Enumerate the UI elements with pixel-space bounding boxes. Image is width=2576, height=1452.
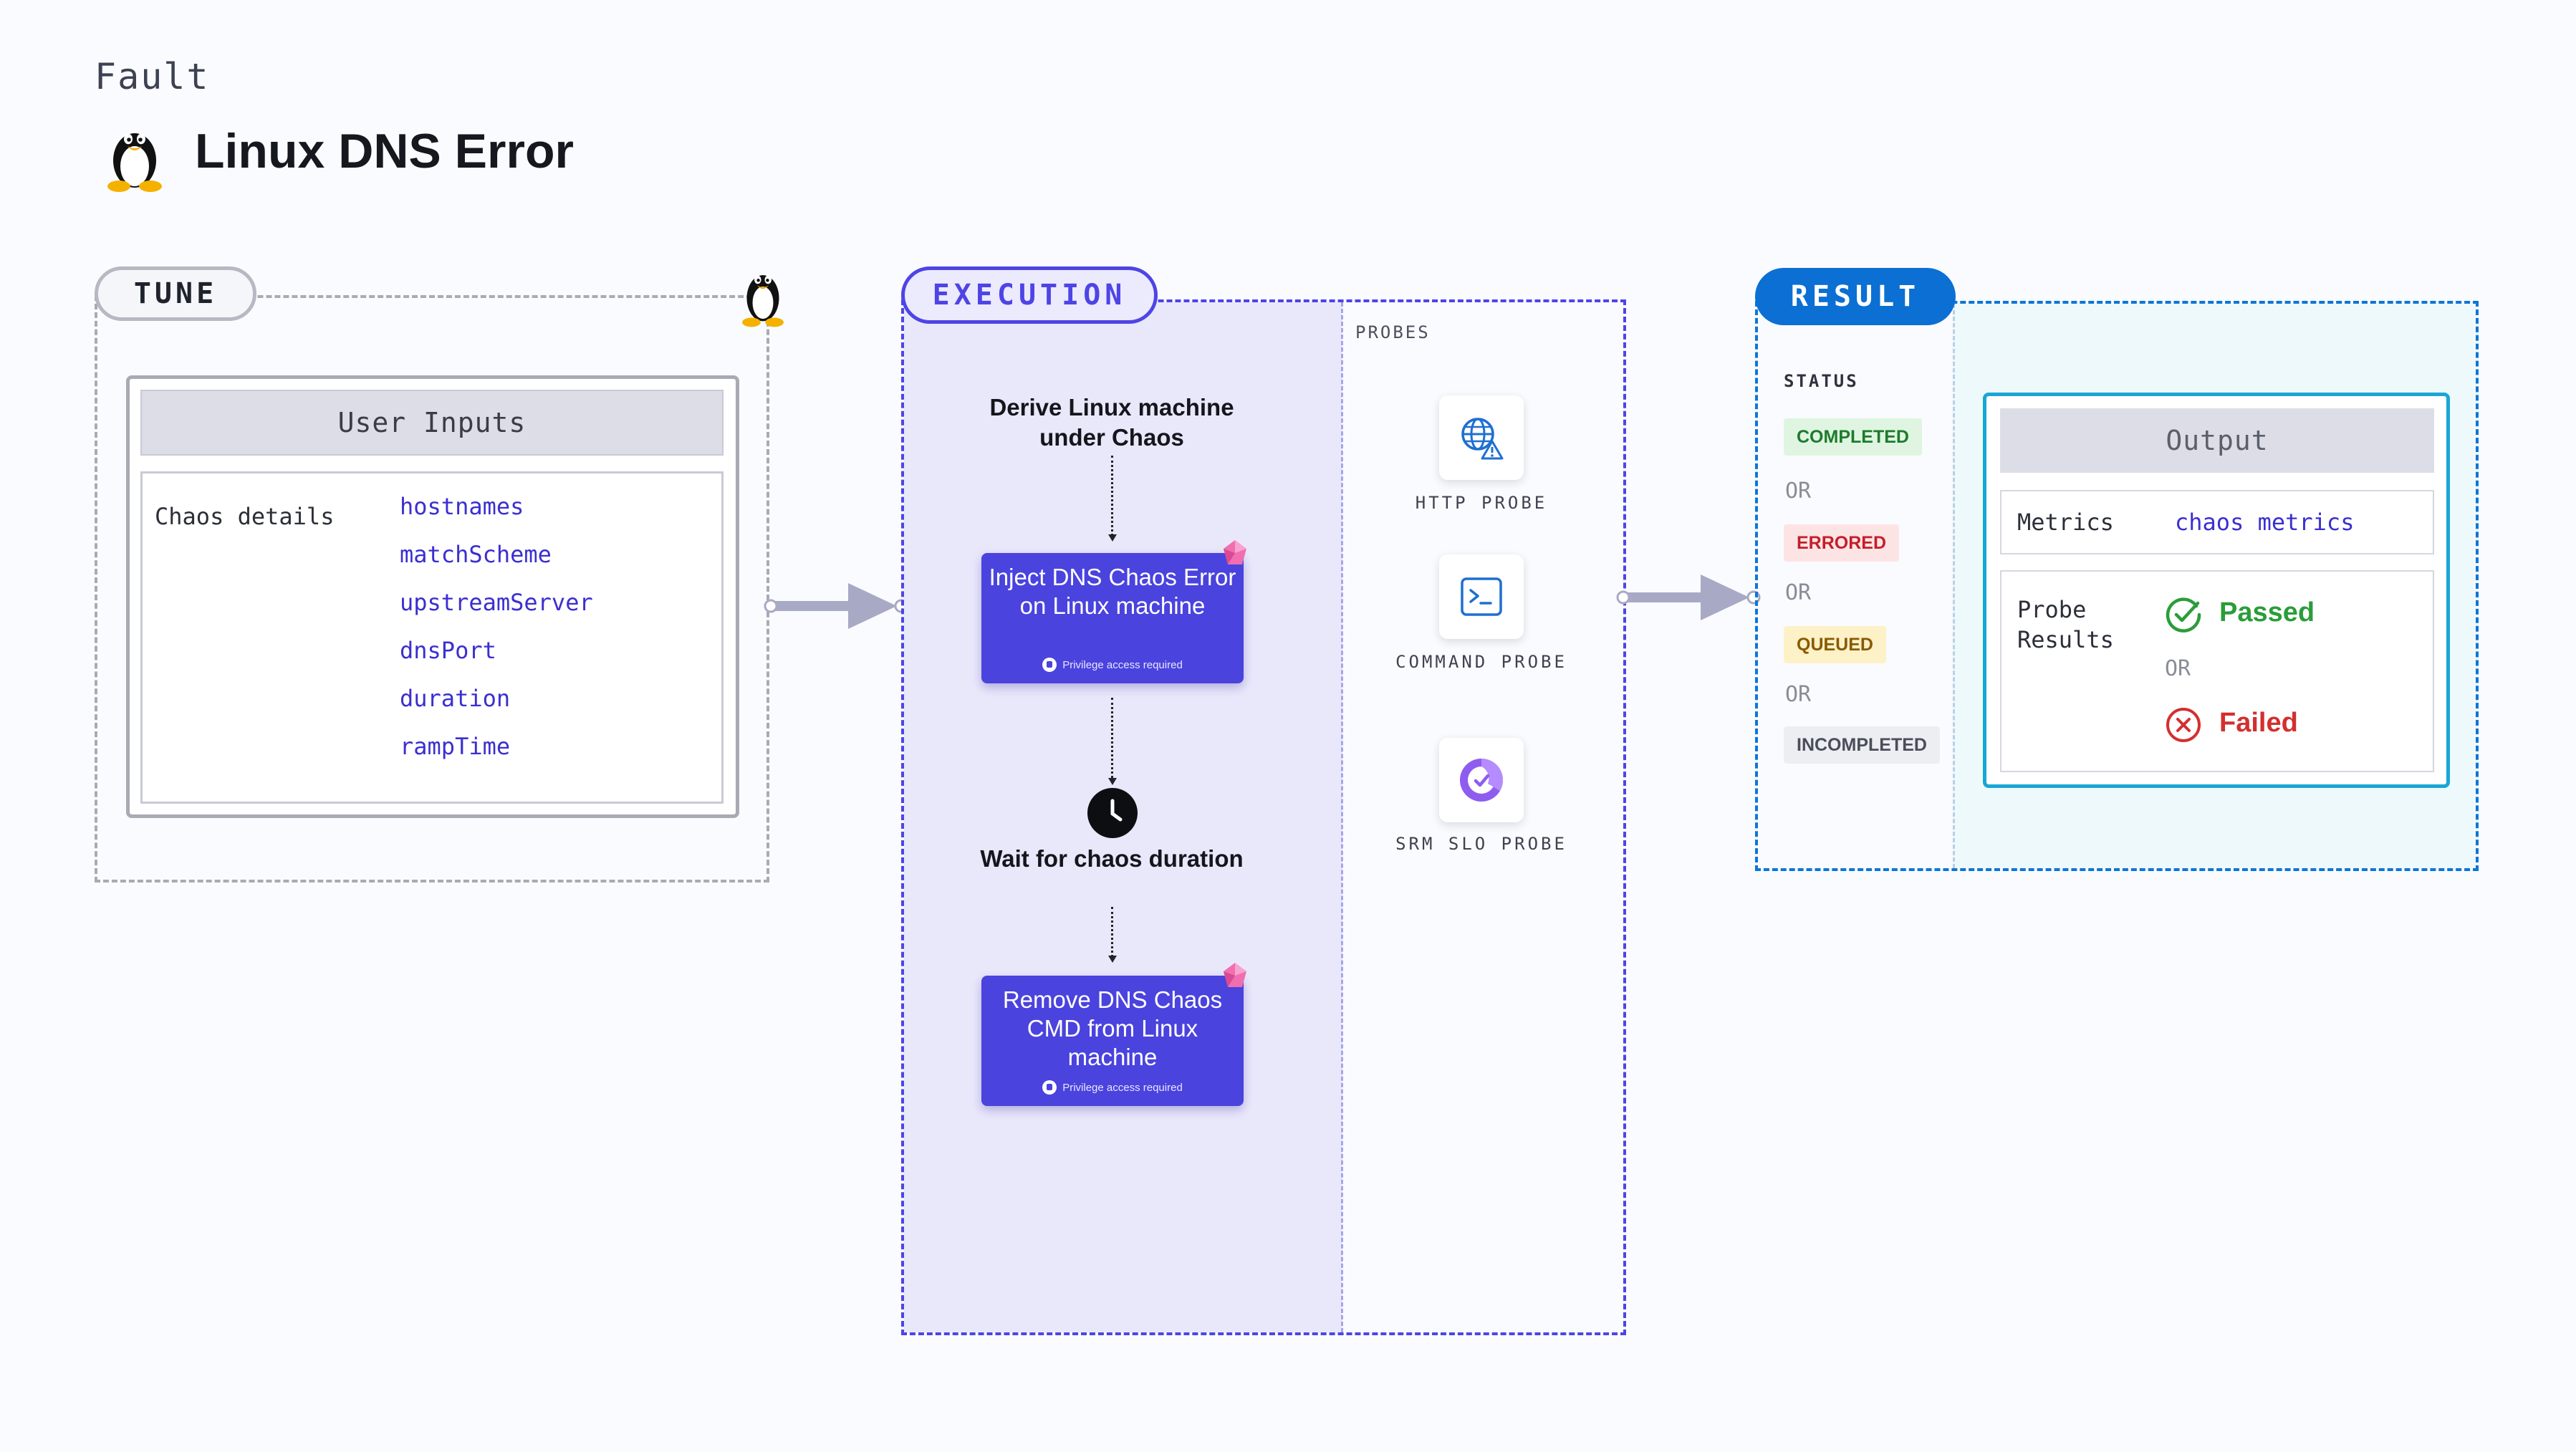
step-inject-text: Inject DNS Chaos Error on Linux machine	[989, 564, 1236, 619]
globe-warning-icon	[1461, 418, 1504, 460]
probe-results-row	[2000, 570, 2434, 772]
page-title: Linux DNS Error	[195, 124, 574, 178]
status-label: STATUS	[1784, 371, 1859, 391]
privilege-note: Privilege access required	[981, 658, 1244, 672]
category-label: Fault	[95, 56, 210, 97]
output-title: Output	[2000, 408, 2434, 473]
connector-line	[1111, 456, 1113, 536]
srm-slo-probe-label: SRM SLO PROBE	[1395, 834, 1567, 854]
lock-icon	[1042, 658, 1057, 672]
user-inputs-title: User Inputs	[140, 390, 724, 456]
privilege-text: Privilege access required	[1062, 658, 1183, 671]
param-matchscheme: matchScheme	[400, 541, 552, 568]
step-remove-dns-chaos: Remove DNS Chaos CMD from Linux machine …	[981, 976, 1244, 1106]
command-probe-label: COMMAND PROBE	[1395, 652, 1567, 672]
result-divider	[1953, 304, 1955, 868]
failed-x-icon	[2166, 708, 2201, 742]
connector-arrowhead	[1108, 778, 1117, 785]
passed-text: Passed	[2219, 597, 2315, 628]
execution-label: EXECUTION	[901, 266, 1158, 324]
connector-arrowhead	[1108, 956, 1117, 963]
slo-check-icon	[1460, 759, 1504, 802]
chaos-details-box	[140, 471, 724, 804]
or-separator: OR	[1785, 580, 1812, 605]
or-separator: OR	[1785, 682, 1812, 707]
status-badge-errored: ERRORED	[1784, 524, 1900, 562]
tune-section	[95, 295, 769, 883]
param-duration: duration	[400, 685, 511, 712]
privilege-text: Privilege access required	[1062, 1081, 1183, 1094]
step-derive-machine: Derive Linux machine under Chaos	[989, 394, 1234, 451]
step-remove-text: Remove DNS Chaos CMD from Linux machine	[1002, 986, 1223, 1070]
chaos-gem-icon	[1224, 540, 1246, 564]
metrics-row	[2000, 490, 2434, 554]
status-badge-completed: COMPLETED	[1784, 418, 1922, 456]
linux-tux-icon	[107, 133, 162, 192]
command-probe-tile[interactable]	[1439, 554, 1524, 639]
linux-tux-icon	[742, 275, 784, 327]
tune-label: TUNE	[95, 266, 256, 321]
or-separator: OR	[1785, 479, 1812, 504]
step-wait-duration: Wait for chaos duration	[980, 845, 1244, 872]
metrics-label: Metrics	[2017, 509, 2114, 536]
param-dnsport: dnsPort	[400, 637, 496, 664]
chaos-details-label: Chaos details	[155, 503, 335, 530]
privilege-note: Privilege access required	[981, 1080, 1244, 1095]
probes-label: PROBES	[1355, 322, 1431, 342]
execution-section	[901, 299, 1626, 1335]
param-hostnames: hostnames	[400, 493, 524, 520]
chaos-gem-icon	[1224, 963, 1246, 987]
param-upstreamserver: upstreamServer	[400, 589, 593, 616]
probe-or-separator: OR	[2165, 656, 2191, 681]
clock-icon	[1087, 788, 1138, 838]
http-probe-label: HTTP PROBE	[1415, 493, 1548, 513]
step-inject-dns-chaos: Inject DNS Chaos Error on Linux machine …	[981, 553, 1244, 683]
flow-arrow	[764, 583, 908, 629]
result-label: RESULT	[1755, 268, 1956, 325]
result-section	[1755, 301, 2479, 871]
param-ramptime: rampTime	[400, 733, 511, 760]
connector-line	[1111, 698, 1113, 778]
http-probe-tile[interactable]	[1439, 395, 1524, 480]
connector-arrowhead	[1108, 534, 1117, 542]
failed-text: Failed	[2219, 708, 2298, 738]
terminal-icon	[1461, 577, 1502, 616]
probe-results-label: Probe Results	[2017, 596, 2114, 653]
passed-check-icon	[2166, 597, 2201, 633]
flow-arrow	[1616, 574, 1761, 620]
metrics-value: chaos metrics	[2175, 509, 2355, 536]
status-badge-incompleted: INCOMPLETED	[1784, 726, 1940, 764]
lock-icon	[1042, 1080, 1057, 1095]
status-badge-queued: QUEUED	[1784, 626, 1886, 663]
execution-divider	[1341, 302, 1343, 1332]
connector-line	[1111, 907, 1113, 957]
srm-slo-probe-tile[interactable]	[1439, 738, 1524, 822]
